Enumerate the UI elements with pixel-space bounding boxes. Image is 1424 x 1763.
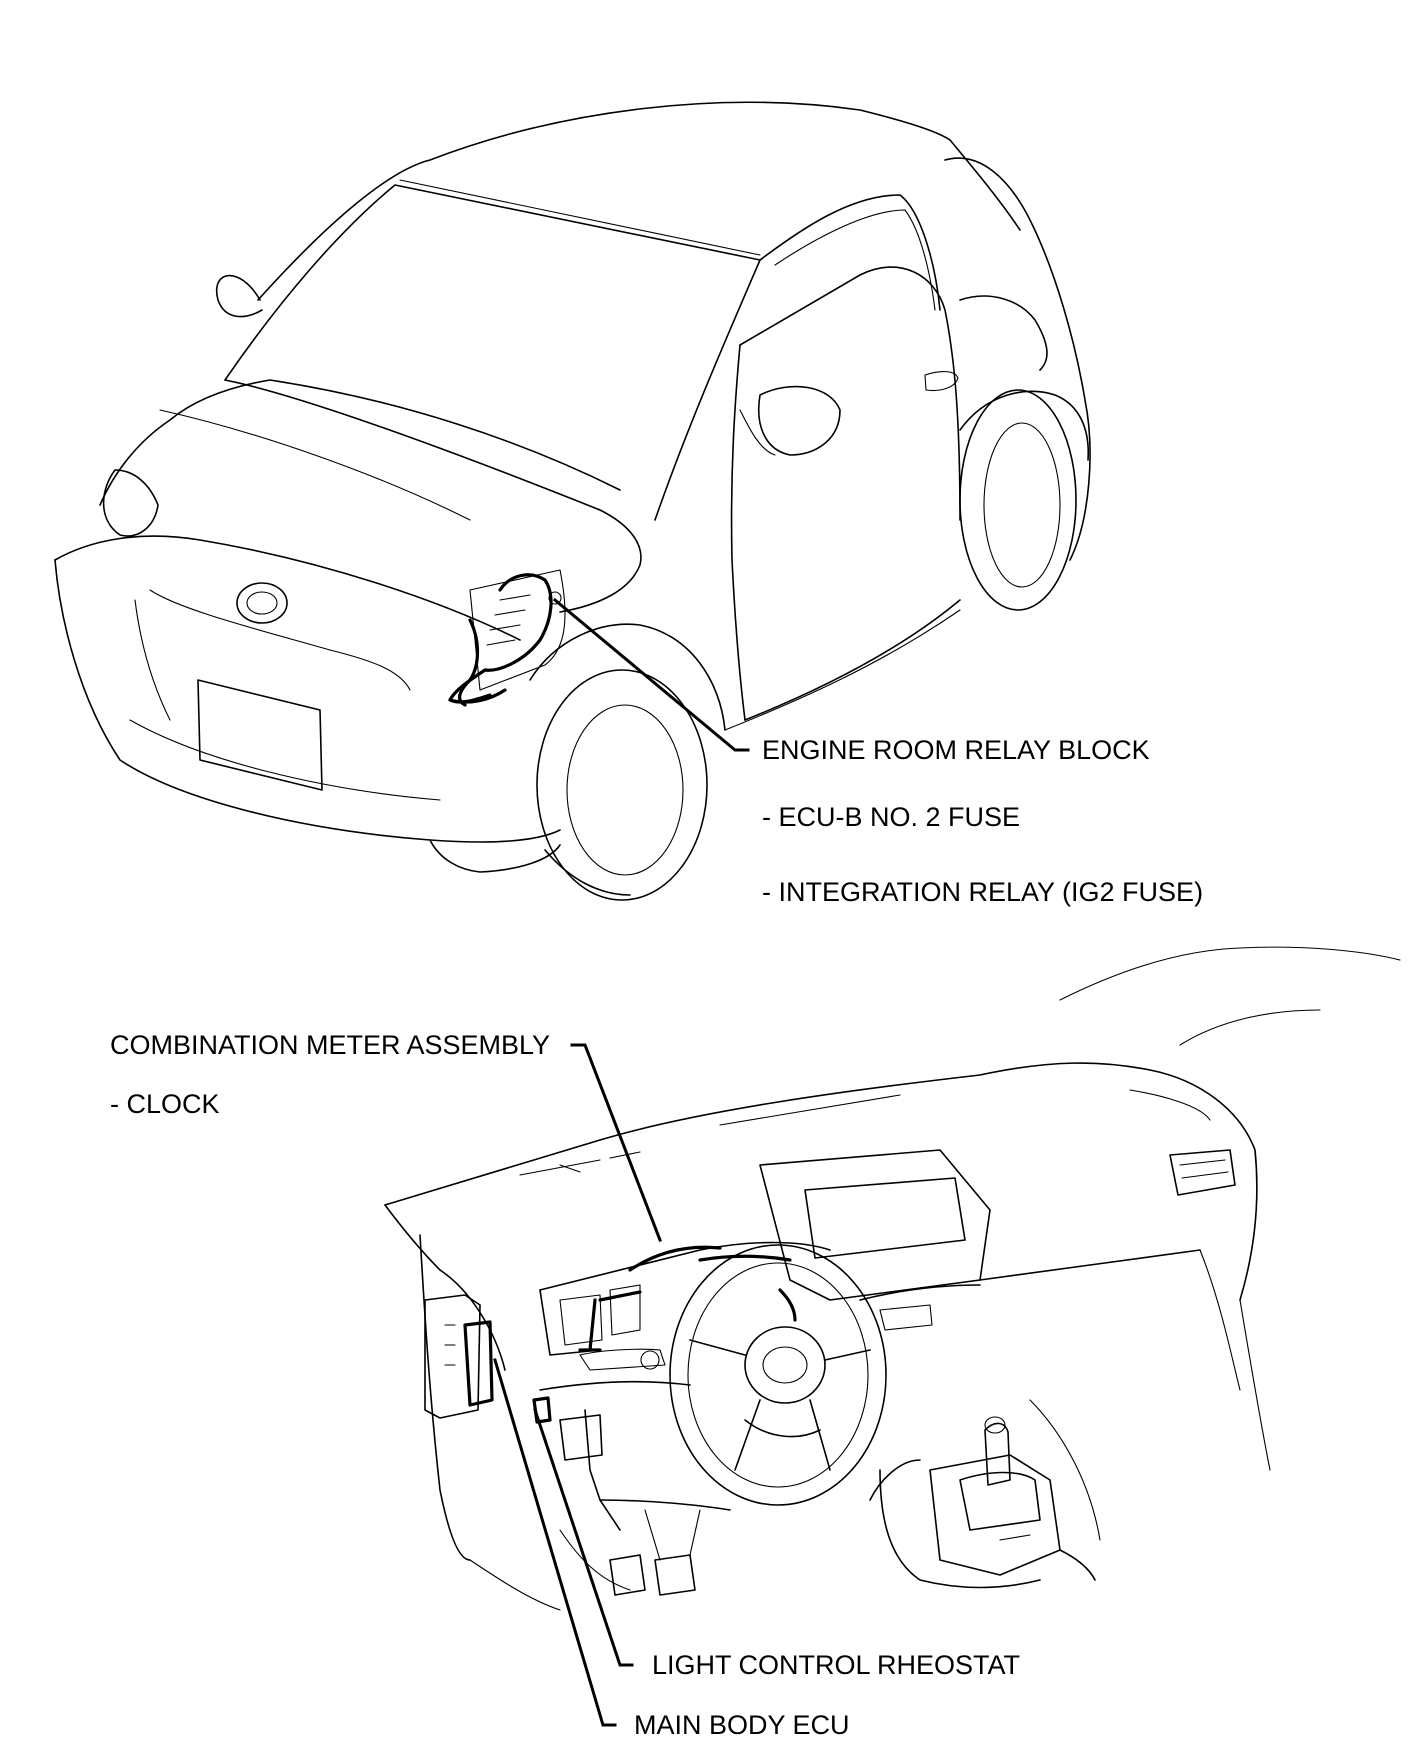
leader-lines: [493, 597, 750, 1727]
label-ecu-b-fuse: - ECU-B NO. 2 FUSE: [762, 802, 1020, 832]
label-integration-relay: - INTEGRATION RELAY (IG2 FUSE): [762, 877, 1203, 907]
label-light-control-rheostat: LIGHT CONTROL RHEOSTAT: [652, 1650, 1020, 1680]
vehicle-illustration: [54, 101, 1091, 901]
label-main-body-ecu: MAIN BODY ECU: [634, 1710, 850, 1740]
label-clock: - CLOCK: [110, 1089, 220, 1119]
label-combination-meter: COMBINATION METER ASSEMBLY: [110, 1030, 550, 1060]
dashboard-illustration: [384, 946, 1401, 1611]
label-engine-room-relay-block: ENGINE ROOM RELAY BLOCK: [762, 735, 1150, 765]
labels: ENGINE ROOM RELAY BLOCK - ECU-B NO. 2 FU…: [110, 735, 1203, 1740]
